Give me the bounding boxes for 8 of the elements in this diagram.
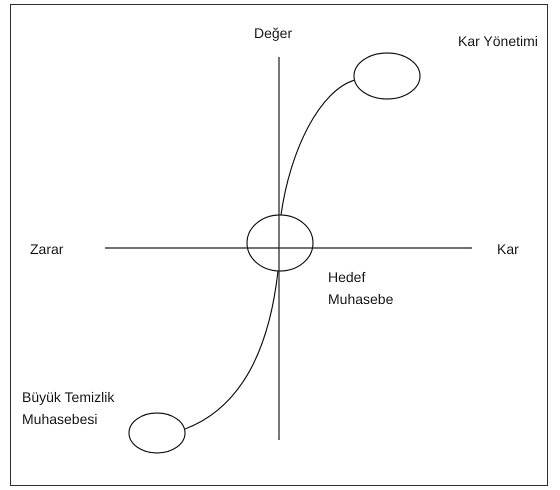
region-label: Hedef Muhasebe	[328, 268, 394, 309]
axis-label: Zarar	[30, 240, 64, 259]
curve-line	[280, 79, 356, 216]
axis-label: Değer	[254, 24, 292, 43]
curve-line	[184, 270, 279, 430]
axis-label: Kar	[497, 240, 519, 259]
region-label: Kar Yönetimi	[458, 32, 538, 51]
region-label: Büyük Temizlik Muhasebesi	[22, 388, 116, 429]
